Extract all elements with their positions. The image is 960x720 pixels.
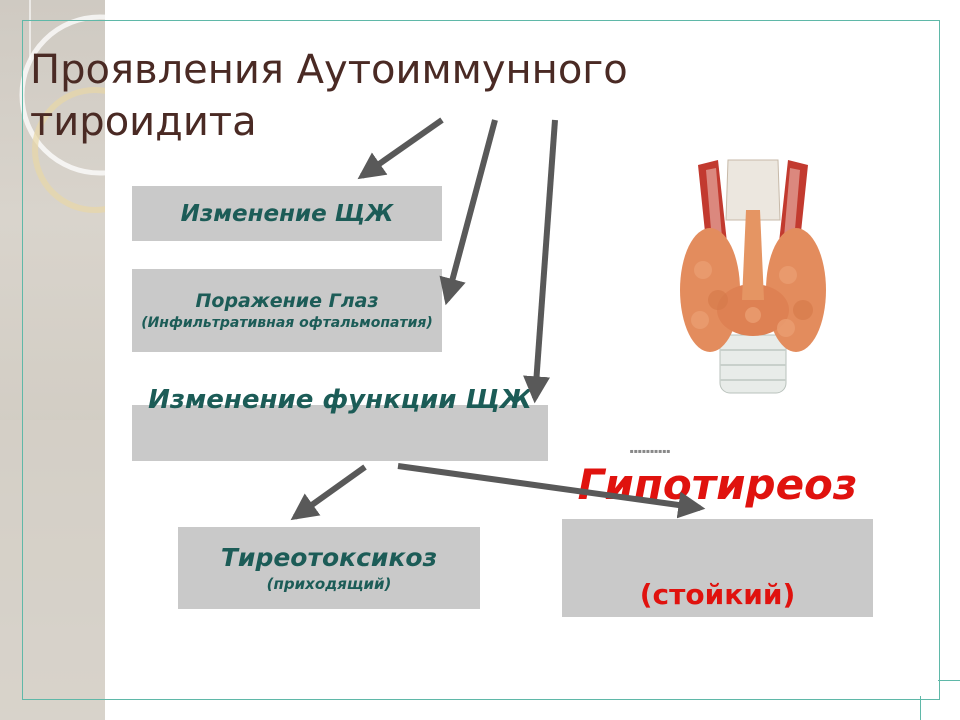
box-label: Изменение ЩЖ — [180, 200, 394, 227]
arrow-to-function-change — [523, 119, 558, 404]
frame-corner-line — [920, 696, 921, 720]
box-label: Тиреотоксикоз — [220, 543, 438, 572]
box-thyrotoxicosis: Тиреотоксикоз (приходящий) — [178, 527, 480, 609]
box-label: Изменение функции ЩЖ — [148, 385, 532, 415]
box-function-change: Изменение функции ЩЖ — [132, 385, 548, 461]
thyroid-gland-illustration — [680, 159, 826, 394]
illustration-caption: ▪▪▪▪▪▪▪▪▪▪ — [629, 448, 671, 455]
decorative-circles — [0, 0, 105, 720]
box-label: Гипотиреоз — [577, 460, 858, 509]
frame-corner-line — [938, 680, 960, 681]
slide-title: Проявления Аутоиммунного тироидита — [30, 47, 628, 145]
box-thyroid-change: Изменение ЩЖ — [132, 186, 442, 241]
box-sublabel: (приходящий) — [266, 575, 392, 593]
box-eye-damage: Поражение Глаз (Инфильтративная офтальмо… — [132, 269, 442, 352]
box-label: Поражение Глаз — [195, 289, 379, 312]
decorative-side-panel — [0, 0, 105, 720]
box-hypothyroidism: Гипотиреоз (стойкий) — [562, 460, 873, 617]
box-sublabel: (стойкий) — [639, 578, 796, 611]
arrow-to-thyrotoxicosis — [290, 464, 367, 521]
box-sublabel: (Инфильтративная офтальмопатия) — [141, 314, 433, 331]
